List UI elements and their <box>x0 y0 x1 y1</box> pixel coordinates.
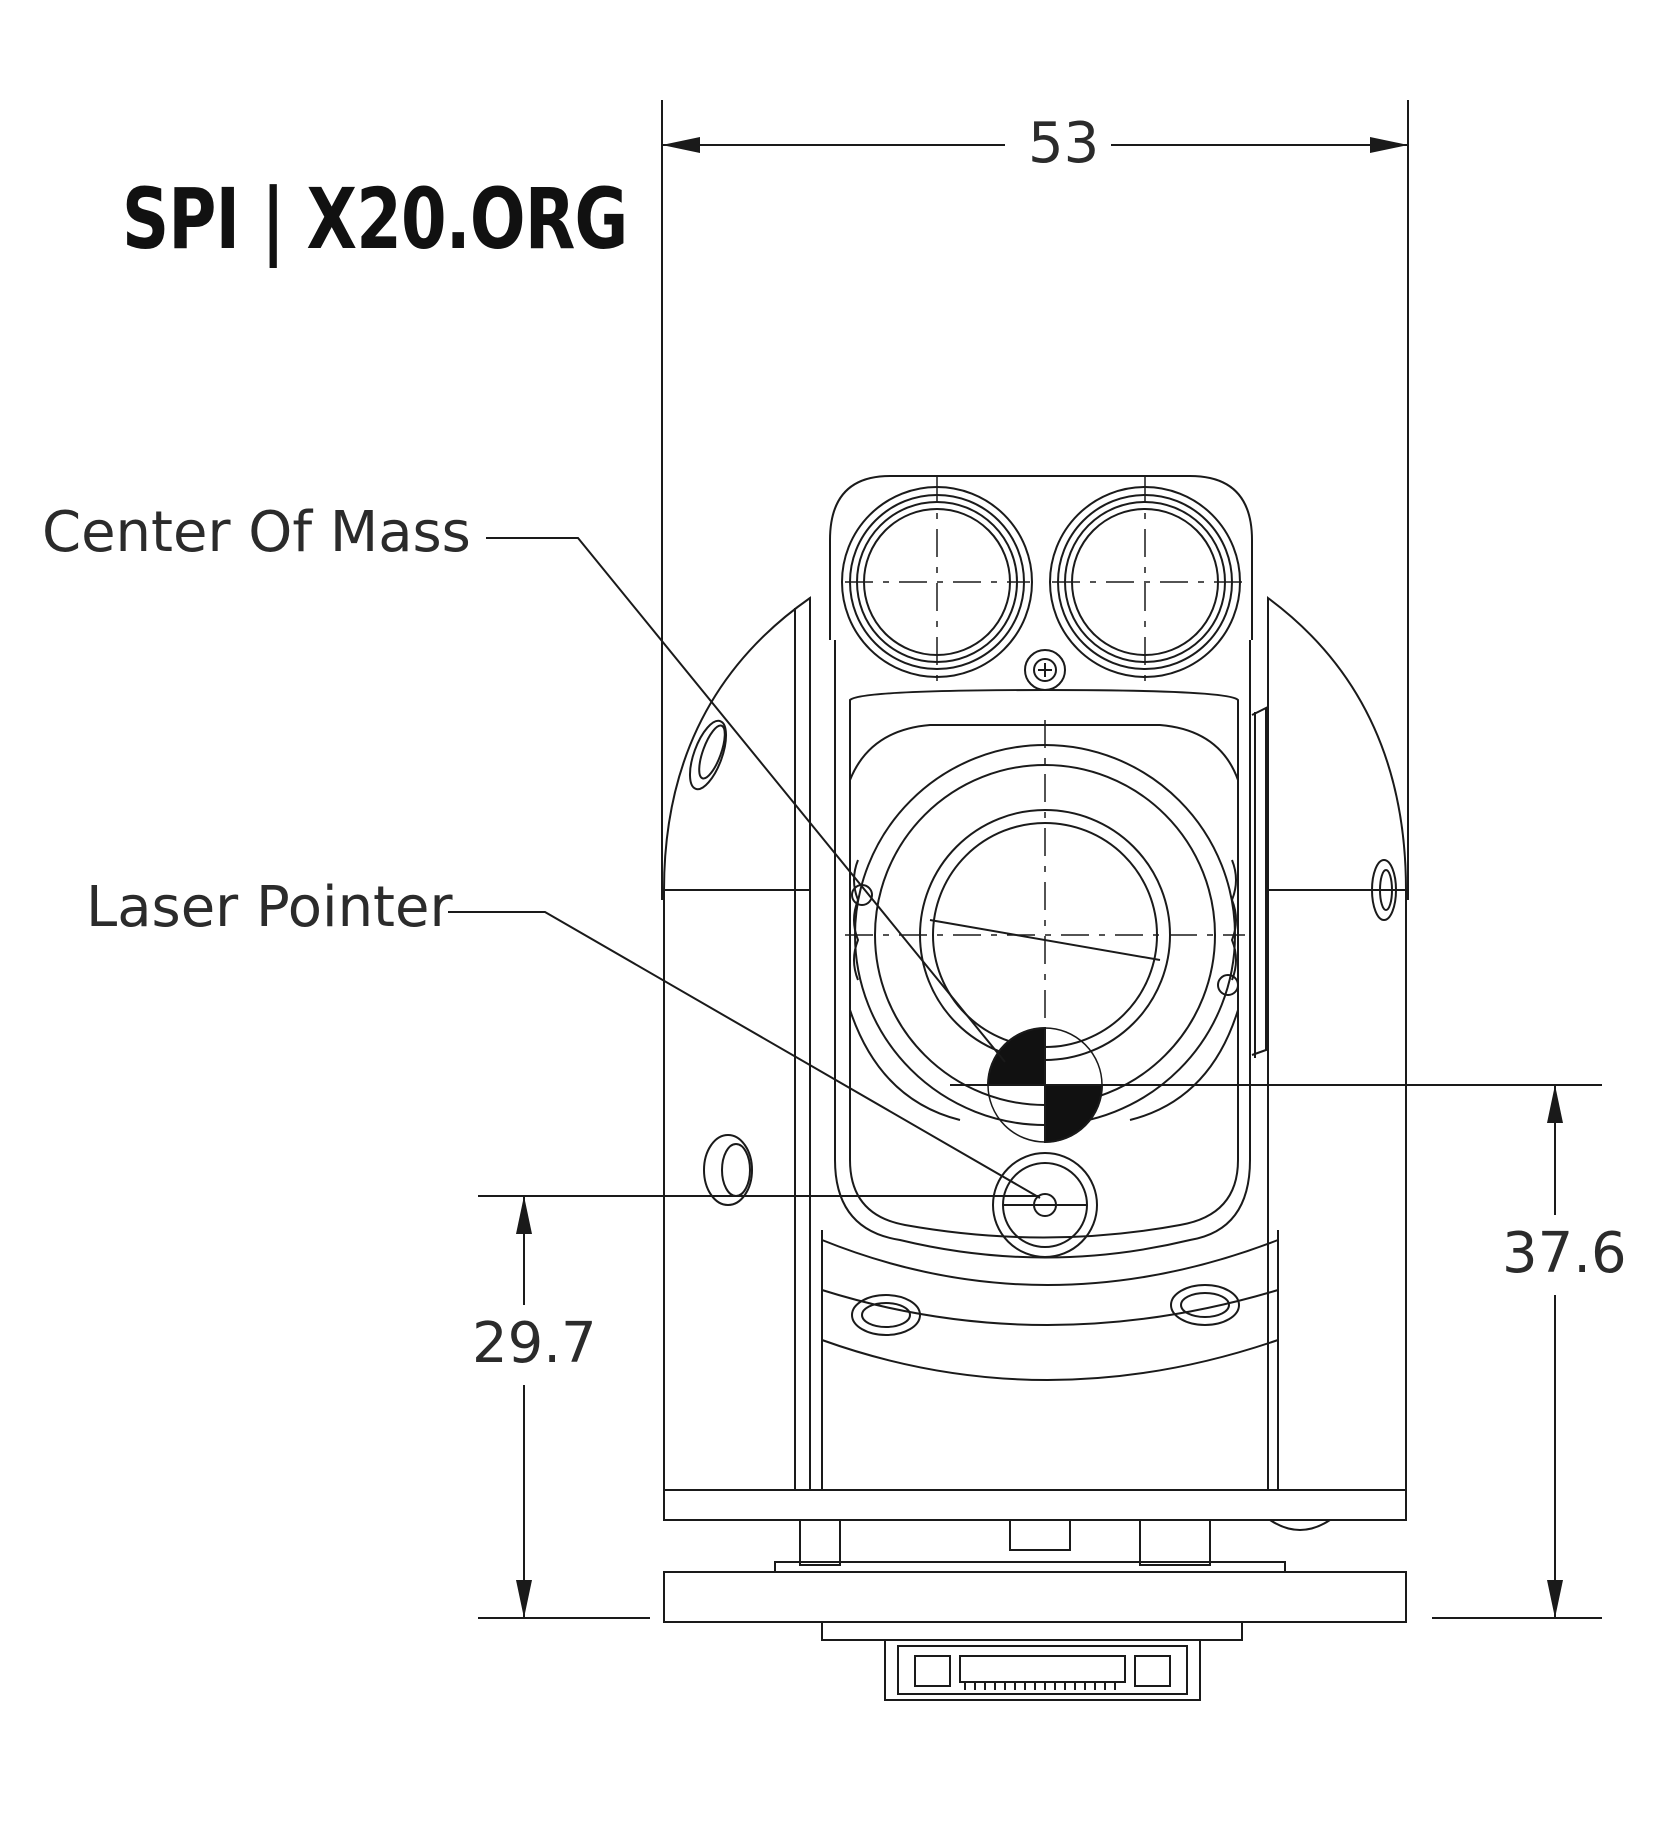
brand-label: SPI | X20.ORG <box>122 170 628 268</box>
com-height-dimension-value: 37.6 <box>1490 1226 1639 1282</box>
sensor-head <box>830 476 1252 640</box>
left-arm-upper-hole <box>683 716 734 793</box>
laser-pointer-aperture <box>993 1153 1097 1257</box>
width-dimension-value: 53 <box>1016 116 1112 172</box>
lower-base-plate <box>664 1572 1406 1622</box>
laser-pointer-leader <box>448 912 1040 1198</box>
left-arm <box>664 598 810 1490</box>
cradle-hole-left <box>852 1295 920 1335</box>
cradle-hole-right <box>1171 1285 1239 1325</box>
laser-height-dimension-value: 29.7 <box>460 1316 609 1372</box>
right-arm-hole <box>1372 860 1396 920</box>
centerlines <box>845 475 1245 1150</box>
right-arm <box>1268 598 1406 1490</box>
upper-base-plate <box>664 1490 1406 1520</box>
bottom-connector <box>885 1640 1200 1700</box>
center-of-mass-label: Center Of Mass <box>42 500 471 565</box>
laser-pointer-label: Laser Pointer <box>86 875 453 940</box>
lower-cradle <box>822 1230 1278 1490</box>
left-arm-lower-hole <box>704 1135 752 1205</box>
center-of-mass-leader <box>486 538 1005 1062</box>
